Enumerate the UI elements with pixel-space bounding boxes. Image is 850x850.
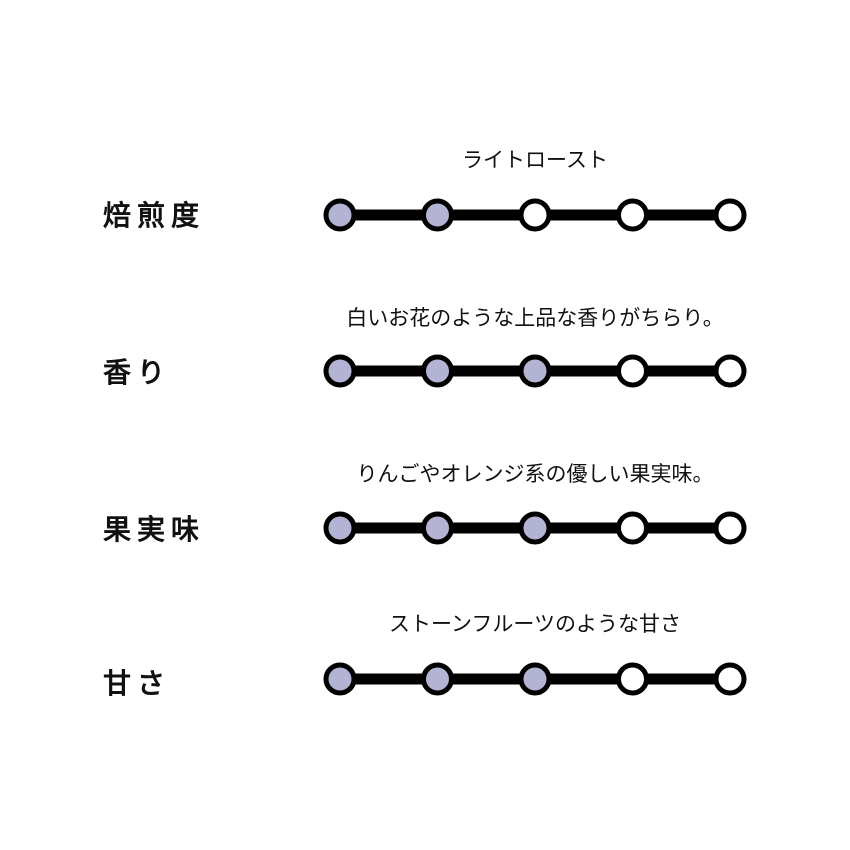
scale-dot-filled [421, 662, 454, 696]
fruitiness-description: りんごやオレンジ系の優しい果実味。 [356, 462, 714, 486]
scale-dot-empty [616, 662, 649, 696]
roast-description: ライトロースト [462, 148, 608, 172]
aroma-scale [320, 346, 760, 396]
roast-label: 焙煎度 [103, 199, 206, 232]
roast-scale [320, 190, 760, 240]
scale-dot-filled [518, 662, 552, 696]
scale-dot-empty [518, 198, 552, 232]
scale-dot-filled [518, 354, 552, 388]
row-aroma: 白いお花のような上品な香りがちらり。 香り [0, 302, 850, 412]
scale-dot-filled [323, 198, 357, 232]
scale-graphic [323, 354, 747, 388]
scale-dot-empty [713, 511, 747, 545]
row-sweetness: ストーンフルーツのような甘さ 甘さ [0, 609, 850, 719]
sweetness-scale [320, 654, 760, 704]
scale-dot-filled [323, 662, 357, 696]
row-fruitiness: りんごやオレンジ系の優しい果実味。 果実味 [0, 458, 850, 568]
scale-dot-empty [616, 198, 649, 232]
scale-graphic [323, 198, 747, 232]
scale-dot-filled [518, 511, 552, 545]
sweetness-description: ストーンフルーツのような甘さ [389, 612, 681, 636]
aroma-label: 香り [103, 356, 172, 389]
fruitiness-scale [320, 503, 760, 553]
scale-dot-filled [421, 511, 454, 545]
scale-dot-filled [421, 354, 454, 388]
scale-graphic [323, 511, 747, 545]
scale-graphic [323, 662, 747, 696]
aroma-description: 白いお花のような上品な香りがちらり。 [346, 306, 724, 330]
row-roast: ライトロースト 焙煎度 [0, 145, 850, 255]
sweetness-label: 甘さ [103, 667, 172, 700]
scale-dot-filled [323, 511, 357, 545]
scale-dot-empty [713, 354, 747, 388]
scale-dot-empty [713, 198, 747, 232]
scale-dot-filled [323, 354, 357, 388]
scale-dot-empty [713, 662, 747, 696]
scale-dot-filled [421, 198, 454, 232]
fruitiness-label: 果実味 [103, 513, 206, 546]
scale-dot-empty [616, 511, 649, 545]
scale-dot-empty [616, 354, 649, 388]
